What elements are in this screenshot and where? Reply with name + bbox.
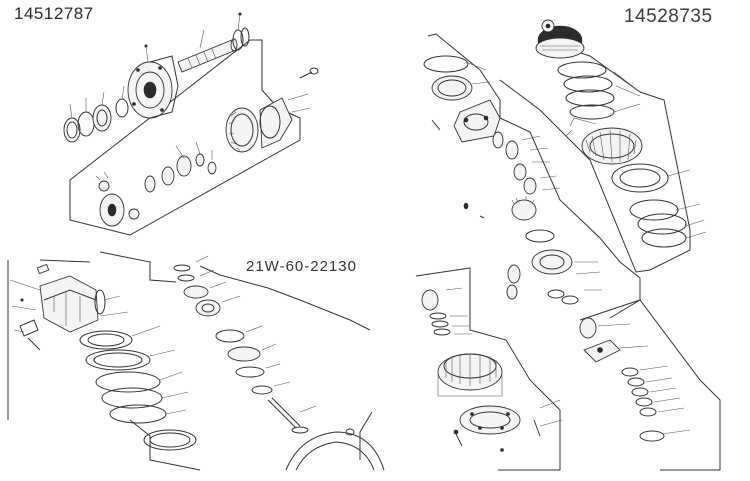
part-number-top-left: 14512787 bbox=[14, 4, 94, 23]
part-number-bottom-left: 21W-60-22130 bbox=[246, 258, 357, 275]
ring-stack-bottom-left bbox=[79, 330, 197, 451]
callout-leaders-bottom-left bbox=[99, 295, 189, 415]
bolt-top-right bbox=[287, 67, 319, 113]
bearing-large-right bbox=[581, 127, 687, 248]
ring-stack-lower-right bbox=[621, 365, 691, 442]
boundary-lower bbox=[359, 411, 373, 460]
diagram-bottom-left bbox=[7, 251, 385, 471]
gear-column-middle bbox=[173, 264, 309, 434]
sun-gear-middle bbox=[463, 196, 555, 243]
valve-block-housing bbox=[36, 263, 106, 333]
seal-stack-lower-left bbox=[421, 287, 472, 336]
part-number-right: 14528735 bbox=[624, 6, 713, 27]
gear-row-middle bbox=[144, 141, 217, 193]
drive-shaft bbox=[177, 38, 238, 73]
ring-gear-lower bbox=[437, 353, 503, 397]
carrier-hub bbox=[95, 171, 140, 227]
hydraulic-motor-top bbox=[535, 19, 585, 59]
planet-gears-upper bbox=[492, 131, 561, 195]
small-fittings-left bbox=[9, 279, 41, 351]
seal-rings-upper-right bbox=[557, 61, 641, 120]
callout-leaders-middle bbox=[195, 255, 317, 413]
diagram-top-left bbox=[63, 12, 319, 236]
bearing-stack-left bbox=[63, 98, 129, 143]
motor-flange-housing bbox=[127, 55, 179, 119]
assembly-boundary-bottom-left bbox=[99, 251, 371, 331]
carrier-upper bbox=[431, 99, 501, 143]
assembly-boundary-right bbox=[427, 33, 691, 319]
cover-plate-lower-right bbox=[579, 317, 649, 363]
bearing-ring-top bbox=[423, 55, 491, 101]
final-drive-housing-bottom bbox=[285, 428, 385, 471]
callout-leaders-right-upper bbox=[565, 117, 707, 239]
callout-leaders-top-left bbox=[69, 12, 242, 119]
diagram-right bbox=[415, 19, 721, 471]
bolt-left bbox=[453, 429, 463, 447]
hub-cover-lower bbox=[459, 399, 563, 452]
carrier-middle bbox=[506, 249, 602, 305]
ring-gear-assembly bbox=[225, 97, 293, 153]
snap-ring bbox=[240, 27, 250, 47]
